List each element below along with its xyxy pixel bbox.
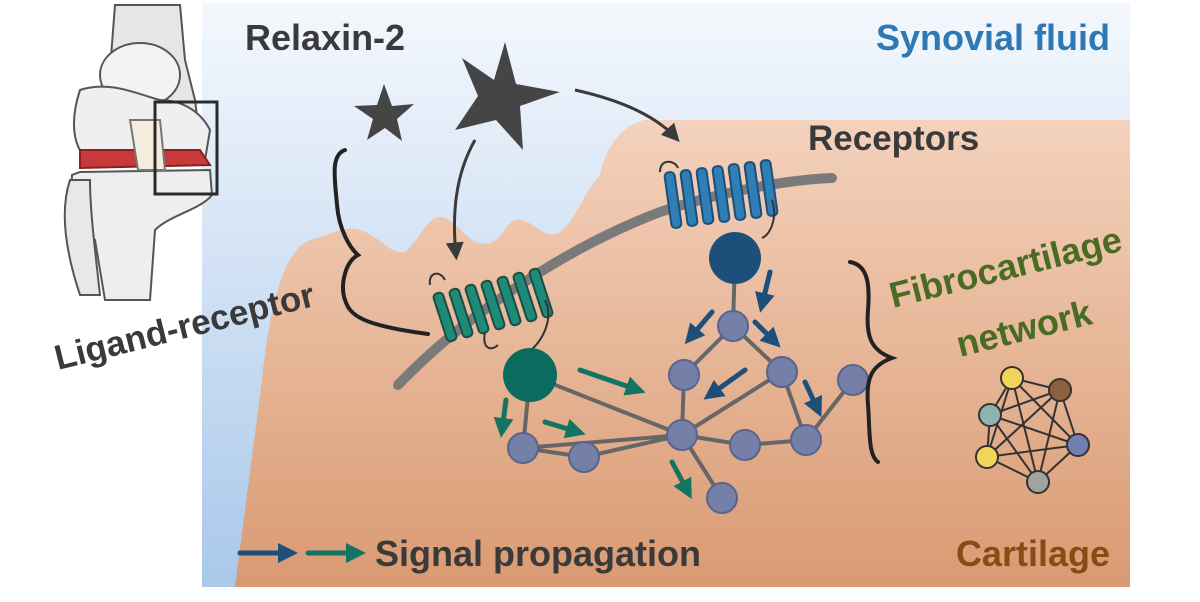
legend-node [1048, 378, 1072, 402]
network-nodes [507, 310, 869, 514]
cartilage-label: Cartilage [956, 533, 1110, 574]
ligand-receptor-brace [332, 148, 430, 336]
synovial-fluid-label: Synovial fluid [876, 17, 1110, 58]
hub-node-blue [709, 232, 761, 284]
legend-node [978, 403, 1002, 427]
network-brace [848, 260, 898, 464]
network-legend-icon [975, 366, 1090, 494]
signal-arrows [493, 269, 823, 500]
legend-node [975, 445, 999, 469]
receptors-label: Receptors [808, 119, 979, 158]
receptor-blue [659, 159, 779, 239]
binding-arrows [445, 88, 680, 261]
legend-node [1026, 470, 1050, 494]
cell-membrane [393, 173, 837, 390]
knee-joint-icon [63, 4, 219, 301]
relaxin-label: Relaxin-2 [245, 17, 405, 58]
cartilage-region [235, 120, 1130, 587]
legend-node [1000, 366, 1024, 390]
relaxin-ligand-small-star [354, 84, 414, 141]
legend-node [1066, 433, 1090, 457]
signal-propagation-label: Signal propagation [375, 533, 701, 574]
relaxin-ligand-large-star [455, 42, 560, 150]
hub-node-teal [503, 348, 557, 402]
receptor-teal [428, 267, 554, 353]
